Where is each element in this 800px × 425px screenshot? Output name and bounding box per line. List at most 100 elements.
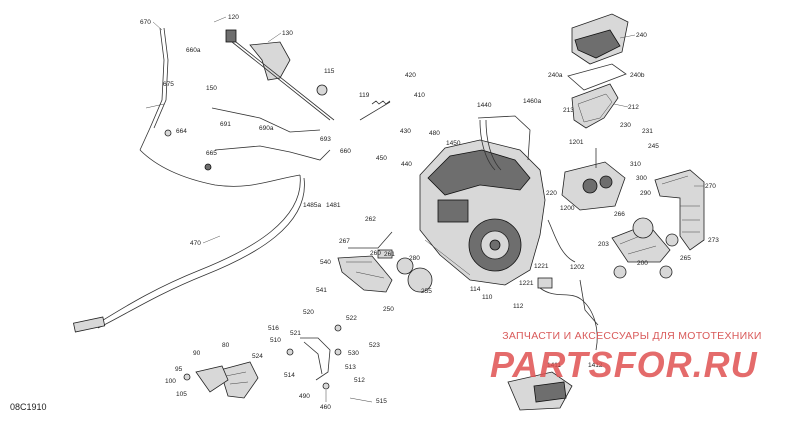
- part-label: 262: [365, 216, 376, 223]
- part-label: 130: [282, 30, 293, 37]
- exhaust-pipe-group: [477, 115, 531, 171]
- part-label: 110: [482, 294, 493, 301]
- part-label: 114: [470, 286, 481, 293]
- part-label: 430: [400, 128, 411, 135]
- part-label: 90: [193, 350, 201, 357]
- intake-manifold-group: [561, 148, 626, 211]
- part-label: 150: [206, 85, 217, 92]
- part-label: 120: [228, 14, 239, 21]
- part-label: 112: [513, 303, 524, 310]
- intake-boot-group: [337, 231, 433, 293]
- part-label: 693: [320, 136, 331, 143]
- part-label: 310: [630, 161, 641, 168]
- part-label: 1460a: [523, 98, 541, 105]
- part-label: 1450: [446, 140, 461, 147]
- part-label: 100: [165, 378, 176, 385]
- bracket-group: [286, 324, 373, 403]
- part-label: 521: [290, 330, 301, 337]
- part-label: 510: [270, 337, 281, 344]
- part-label: 690a: [259, 125, 274, 132]
- part-label: 300: [636, 175, 647, 182]
- shift-lever-group: [211, 29, 391, 161]
- part-label: 105: [176, 391, 187, 398]
- part-label: 516: [268, 325, 279, 332]
- part-label: 1481: [326, 202, 341, 209]
- part-label: 266: [614, 211, 625, 218]
- throttle-cable-group: [73, 27, 305, 333]
- part-label: 1485a: [303, 202, 321, 209]
- part-label: 1200: [560, 205, 575, 212]
- diagram-code: 08C1910: [10, 402, 47, 412]
- part-label: 664: [176, 128, 187, 135]
- part-label: 245: [648, 143, 659, 150]
- part-label: 665: [206, 150, 217, 157]
- part-label: 280: [409, 255, 420, 262]
- part-label: 230: [620, 122, 631, 129]
- part-label: 660a: [186, 47, 201, 54]
- part-label: 290: [640, 190, 651, 197]
- part-label: 1221: [519, 280, 534, 287]
- part-label: 520: [303, 309, 314, 316]
- footrest-group: [183, 361, 259, 399]
- part-label: 675: [163, 81, 174, 88]
- part-label: 255: [421, 288, 432, 295]
- part-label: 212: [628, 104, 639, 111]
- part-label: 261: [384, 251, 395, 258]
- part-label: 240a: [548, 72, 563, 79]
- part-label: 213: [563, 107, 574, 114]
- watermark-logo-graphic: PARTSFOR.RU: [490, 344, 758, 385]
- part-label: 1202: [570, 264, 585, 271]
- part-labels: 670 120 130 660a 675 115 150 119 420 410…: [140, 14, 719, 411]
- engine-block: [377, 139, 546, 286]
- part-label: 420: [405, 72, 416, 79]
- cvt-duct-group: [611, 169, 705, 279]
- part-label: 250: [383, 306, 394, 313]
- part-label: 512: [354, 377, 365, 384]
- part-label: 1411: [547, 362, 561, 369]
- part-label: 460: [320, 404, 331, 411]
- part-label: 515: [376, 398, 387, 405]
- part-label: 273: [708, 237, 719, 244]
- part-label: 540: [320, 259, 331, 266]
- watermark-caption: ЗАПЧАСТИ И АКСЕССУАРЫ ДЛЯ МОТОТЕХНИКИ: [502, 330, 762, 342]
- svg-text:PARTSFOR.RU: PARTSFOR.RU: [490, 344, 758, 385]
- part-label: 660: [340, 148, 351, 155]
- part-label: 1440: [477, 102, 492, 109]
- part-label: 220: [546, 190, 557, 197]
- part-label: 203: [598, 241, 609, 248]
- part-label: 470: [190, 240, 201, 247]
- part-label: 691: [220, 121, 231, 128]
- part-label: 410: [414, 92, 425, 99]
- part-label: 524: [252, 353, 263, 360]
- part-label: 530: [348, 350, 359, 357]
- part-label: 265: [680, 255, 691, 262]
- part-label: 231: [642, 128, 653, 135]
- part-label: 480: [429, 130, 440, 137]
- part-label: 1221: [534, 263, 549, 270]
- part-label: 440: [401, 161, 412, 168]
- part-label: 450: [376, 155, 387, 162]
- part-label: 80: [222, 342, 230, 349]
- part-label: 267: [339, 238, 350, 245]
- part-label: 513: [345, 364, 356, 371]
- ecu-bracket-group: [507, 371, 573, 411]
- part-label: 1412: [588, 362, 603, 369]
- part-label: 522: [346, 315, 357, 322]
- part-label: 541: [316, 287, 327, 294]
- leader-lines: [152, 16, 704, 244]
- air-box-group: [567, 13, 629, 129]
- part-label: 240b: [630, 72, 645, 79]
- part-label: 670: [140, 19, 151, 26]
- part-label: 119: [359, 92, 370, 99]
- part-label: 490: [299, 393, 310, 400]
- part-label: 260: [370, 250, 381, 257]
- part-label: 270: [705, 183, 716, 190]
- part-label: 240: [636, 32, 647, 39]
- part-label: 1201: [569, 139, 584, 146]
- part-label: 115: [324, 68, 335, 75]
- part-label: 523: [369, 342, 380, 349]
- wiring-group: [537, 219, 599, 351]
- part-label: 95: [175, 366, 183, 373]
